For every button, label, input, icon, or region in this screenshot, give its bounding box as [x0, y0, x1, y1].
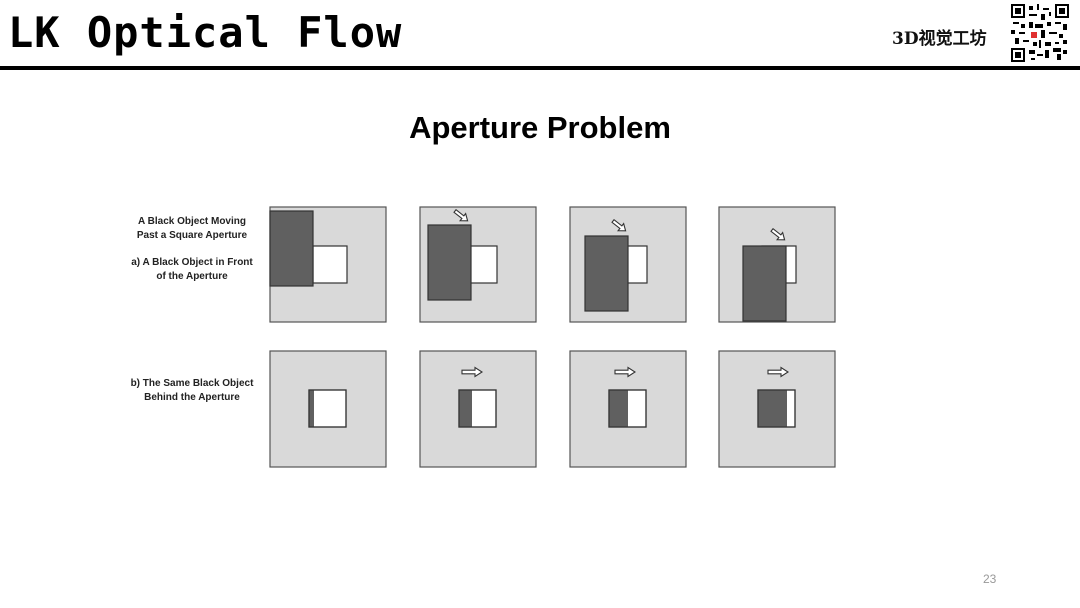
caption-row-a-top: A Black Object Moving Past a Square Aper…	[136, 216, 248, 241]
panel-a1	[269, 206, 387, 323]
header-rule	[0, 66, 1080, 70]
panel-b1	[269, 350, 387, 468]
panel-a4	[718, 206, 836, 323]
caption-row-a: A Black Object Moving Past a Square Aper…	[127, 215, 257, 284]
panel-a3	[569, 206, 687, 323]
qr-code-icon	[1011, 4, 1069, 62]
panel-a2	[419, 206, 537, 323]
slide-title: LK Optical Flow	[8, 8, 403, 57]
brand-label: 3D视觉工坊	[892, 29, 987, 49]
caption-row-b: b) The Same Black Object Behind the Aper…	[127, 377, 257, 405]
page-number: 23	[983, 572, 997, 586]
diagram-title: Aperture Problem	[409, 110, 671, 145]
panel-b4	[718, 350, 836, 468]
caption-row-a-bottom: a) A Black Object in Front of the Apertu…	[131, 257, 253, 282]
panel-b2	[419, 350, 537, 468]
panel-b3	[569, 350, 687, 468]
caption-row-b-text: b) The Same Black Object Behind the Aper…	[130, 378, 254, 403]
